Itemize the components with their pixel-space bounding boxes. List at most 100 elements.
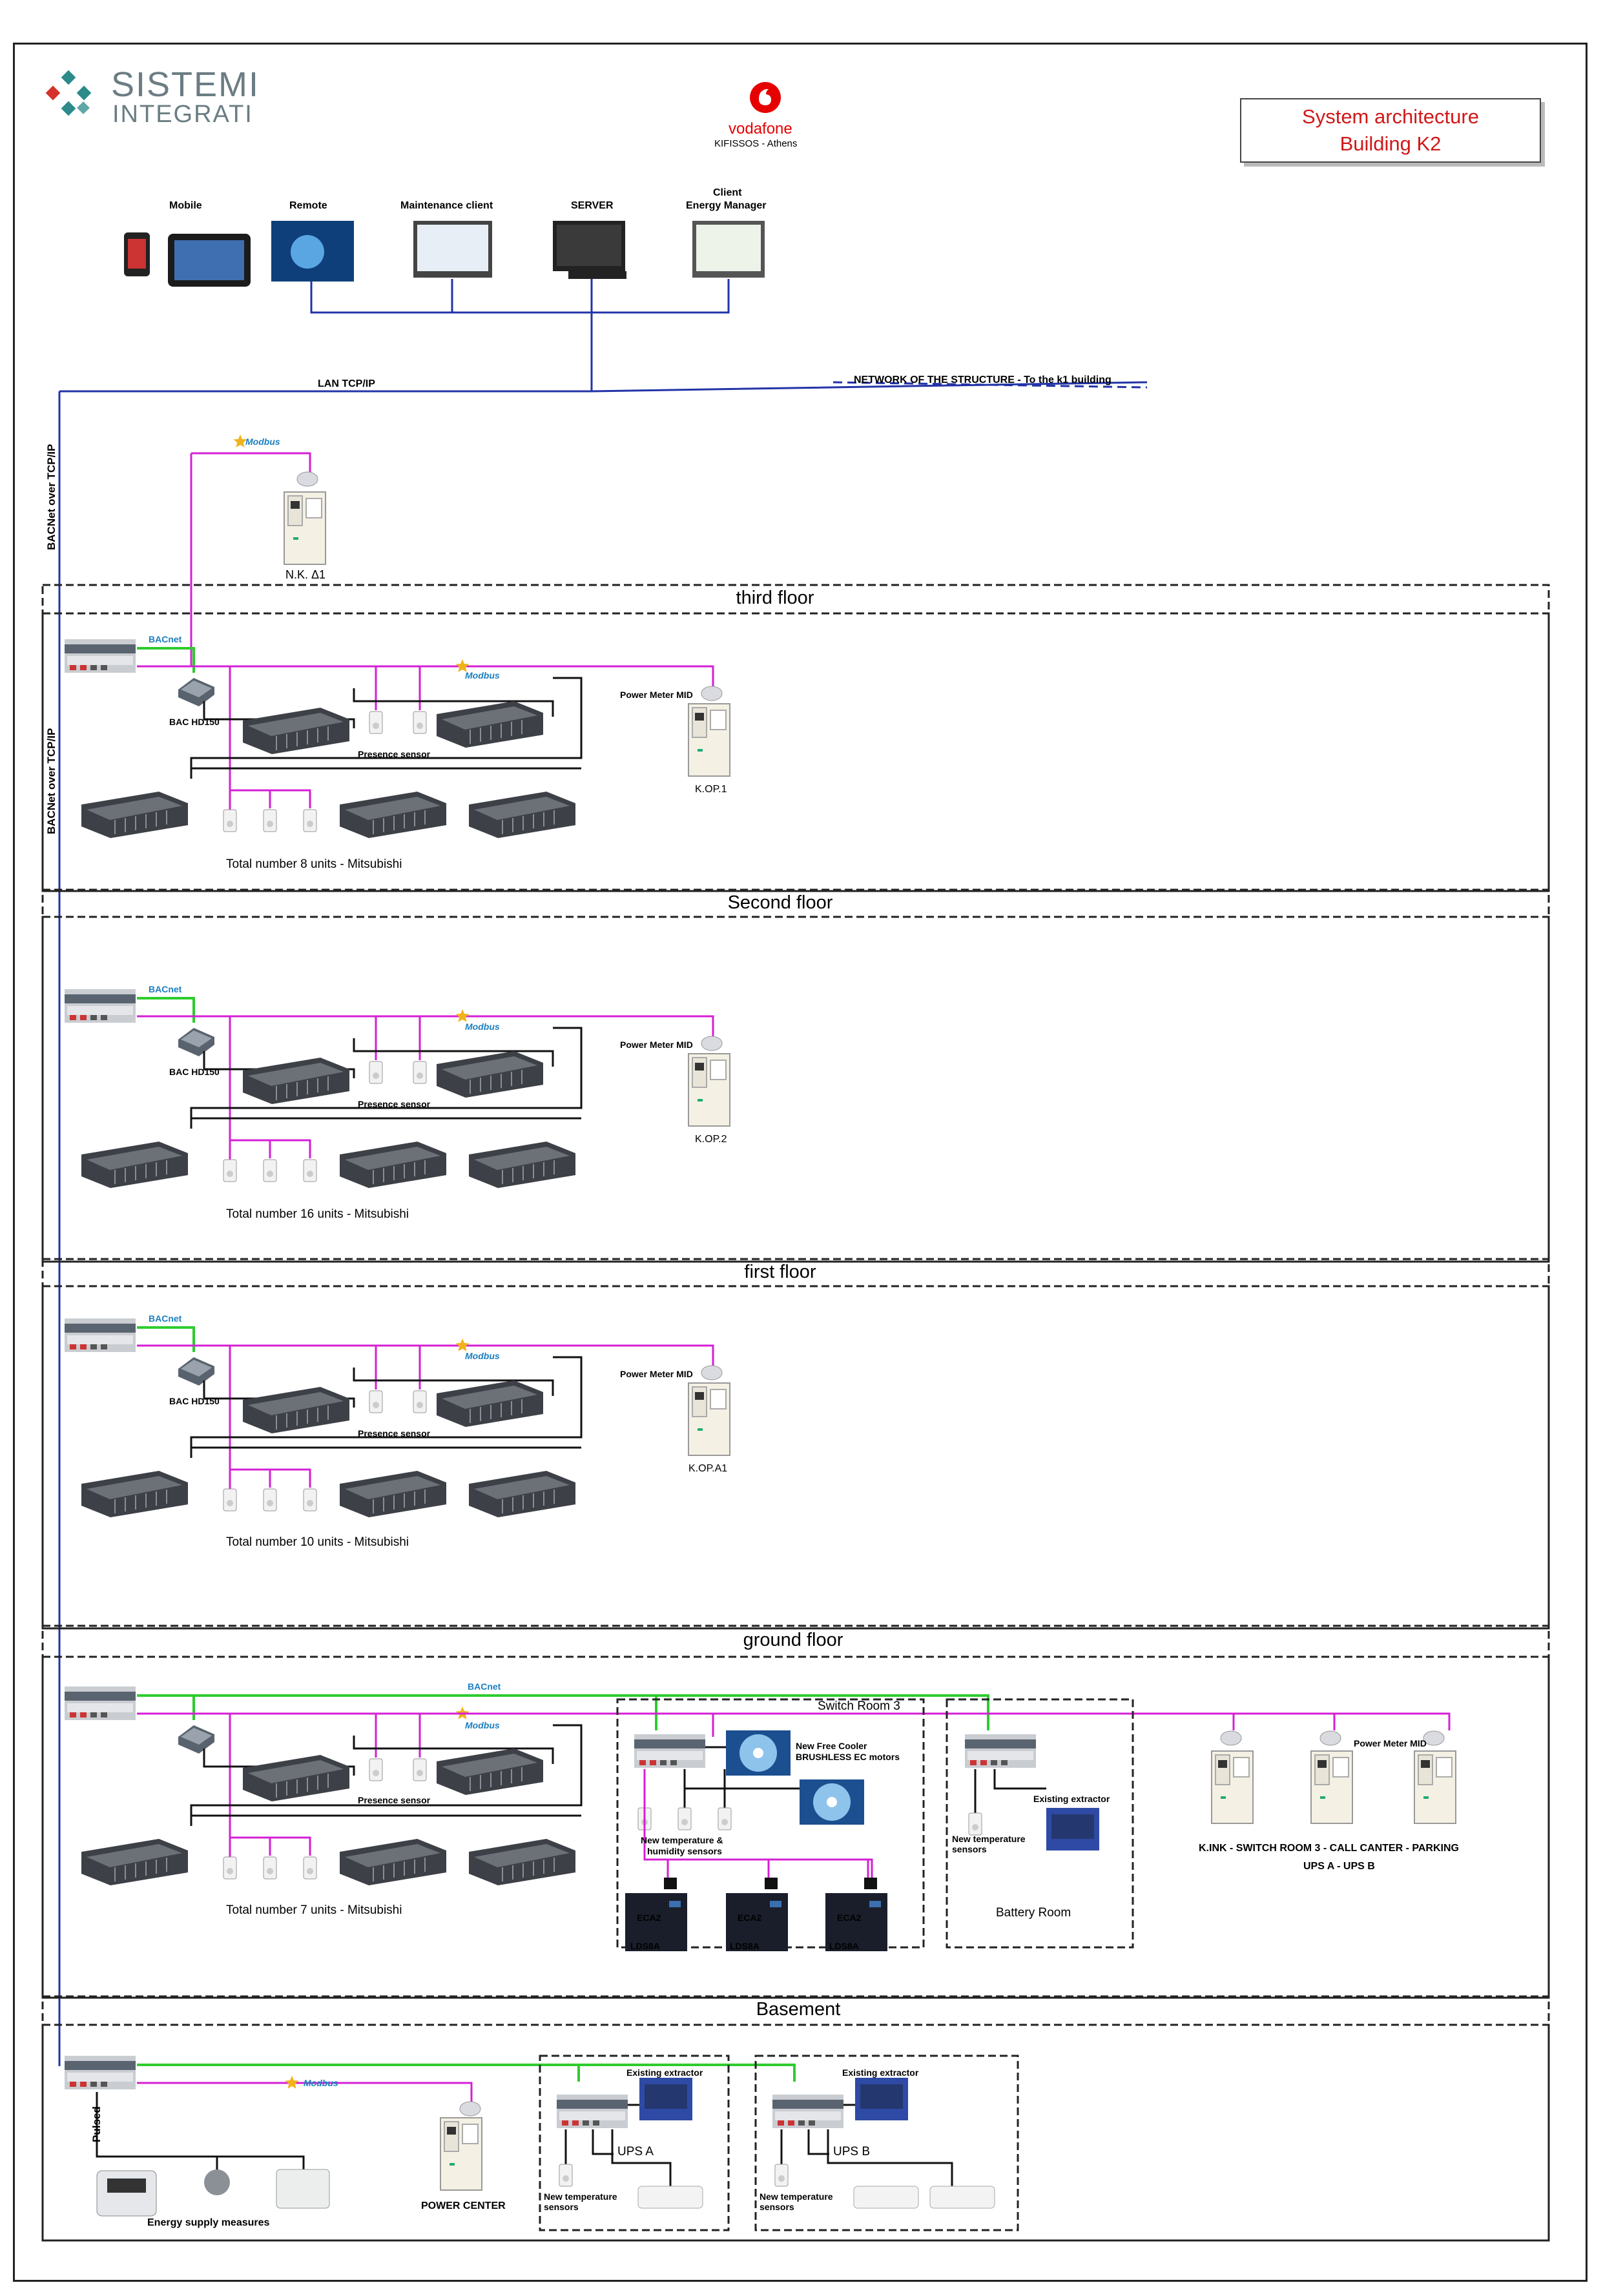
fan-coil-unit-icon-3-2 — [437, 701, 543, 748]
modbus-line-2 — [137, 1015, 714, 1040]
battery-room-controller-icon — [965, 1734, 1036, 1768]
ups-b-label: UPS B — [833, 2145, 871, 2158]
modbus-badge-third: Modbus — [465, 670, 500, 681]
floor-inner-box-2 — [41, 1285, 1550, 1630]
power-meter-label-second: Power Meter MID — [620, 1040, 693, 1050]
basement-split-unit-icon-b1 — [853, 2186, 919, 2209]
lds-label-1: LDS8A — [630, 1941, 660, 1951]
vodafone-logo-icon — [750, 82, 781, 113]
unit-bus-d-3 — [190, 767, 581, 779]
floor-title-third: third floor — [736, 588, 814, 608]
unit-bus-c-1 — [190, 1356, 583, 1458]
power-meter-label-first: Power Meter MID — [620, 1369, 693, 1379]
unit-bus-c-0 — [190, 1724, 583, 1826]
fan-coil-unit-icon-3-1 — [243, 708, 349, 754]
sistemi-logo-icon — [45, 70, 92, 116]
client-screen-icon — [696, 225, 761, 271]
modbus-line-3 — [137, 665, 714, 690]
modbus-icon-top — [233, 435, 247, 447]
presence-sensor-icon-3-3 — [223, 809, 237, 832]
client-location: KIFISSOS - Athens — [714, 138, 798, 149]
eca-controller-icon-1 — [765, 1878, 778, 1889]
modbus-badge-top: Modbus — [245, 436, 280, 447]
total-units-third: Total number 8 units - Mitsubishi — [226, 857, 402, 871]
basement-controller-icon — [65, 2056, 136, 2089]
bacnet-tcp-label-floor: BACNet over TCP/IP — [45, 728, 57, 834]
water-meter-icon — [204, 2169, 230, 2195]
floor-title-first: first floor — [744, 1262, 816, 1282]
fan-coil-unit-icon-3-3 — [81, 792, 188, 838]
total-units-ground: Total number 7 units - Mitsubishi — [226, 1903, 402, 1917]
bms-controller-icon-3 — [65, 639, 136, 673]
battery-sensor-label-2: sensors — [952, 1844, 987, 1854]
floor-inner-box-3 — [41, 1655, 1550, 1999]
electrical-panel-icon-floor-0 — [688, 703, 730, 777]
power-meter-icon-floor-0 — [701, 686, 723, 701]
modbus-badge-ground: Modbus — [465, 1720, 500, 1730]
lds-label-2: LDS8A — [730, 1941, 760, 1951]
ups-a-label: UPS A — [617, 2145, 654, 2158]
gateway-icon-2 — [178, 1028, 214, 1056]
presence-sensor-icon-3-5 — [303, 809, 317, 832]
energy-supply-label: Energy supply measures — [147, 2217, 270, 2228]
bacnet-line-ground-long — [137, 1694, 989, 1730]
gateway-label-third: BAC HD150 — [169, 717, 220, 727]
floor-title-ground: ground floor — [743, 1630, 843, 1650]
basement-controller-icon-b — [772, 2095, 843, 2128]
client-name: vodafone — [729, 120, 792, 138]
floor-title-basement: Basement — [756, 1999, 841, 2020]
fan-coil-unit-icon-1-2 — [437, 1380, 543, 1427]
bacnet-line-2 — [137, 997, 195, 1023]
eca-label-2: ECA2 — [738, 1912, 762, 1923]
presence-sensor-icon-1-4 — [263, 1488, 277, 1512]
switch-room-title: Switch Room 3 — [818, 1699, 900, 1713]
unit-bus-b-1 — [353, 1368, 554, 1396]
presence-sensor-icon-0-5 — [303, 1856, 317, 1880]
server-screen-icon — [557, 225, 621, 266]
battery-temp-sensor-icon — [968, 1812, 982, 1836]
presence-sensor-icon-2-4 — [263, 1159, 277, 1182]
fan-coil-unit-icon-1-3 — [81, 1471, 188, 1517]
presence-sensor-label-ground: Presence sensor — [358, 1795, 431, 1805]
unit-bus-b-3 — [353, 688, 554, 717]
basement-controller-icon-a — [557, 2095, 628, 2128]
basement-modbus-line — [137, 2082, 473, 2107]
panel-label-third: K.OP.1 — [695, 784, 727, 795]
presence-sensor-icon-3-1 — [369, 711, 383, 734]
fan-coil-unit-icon-2-4 — [340, 1142, 446, 1188]
bms-controller-icon-1 — [65, 1318, 136, 1352]
unit-bus-c-2 — [190, 1027, 583, 1129]
gateway-icon-0 — [178, 1725, 214, 1754]
eca-modbus-line — [643, 1769, 873, 1878]
modbus-badge-basement: Modbus — [304, 2078, 338, 2088]
fan-coil-unit-icon-0-3 — [81, 1839, 188, 1885]
presence-sensor-icon-1-2 — [413, 1390, 427, 1413]
basement-split-link-b — [827, 2129, 953, 2186]
gateway-label-second: BAC HD150 — [169, 1067, 220, 1077]
ground-meter-icon-0 — [1220, 1730, 1242, 1746]
battery-room-title: Battery Room — [996, 1906, 1071, 1920]
floor-box-2 — [41, 1258, 1550, 1630]
basement-room-b-box — [754, 2055, 1019, 2231]
fan-coil-unit-icon-2-5 — [469, 1142, 575, 1188]
floor-inner-box-4 — [41, 2024, 1550, 2242]
modbus-line-top-2 — [191, 452, 311, 478]
presence-sensor-icon-2-1 — [369, 1061, 383, 1084]
lan-label: LAN TCP/IP — [318, 378, 375, 389]
lds-unit-icon-2 — [825, 1893, 887, 1951]
nk-d1-label: N.K. Δ1 — [285, 568, 326, 581]
mobile-label: Mobile — [169, 200, 202, 211]
free-cooler-fan-icon-2 — [800, 1779, 864, 1825]
electrical-panel-icon-floor-1 — [688, 1053, 730, 1127]
fan-coil-unit-icon-1-1 — [243, 1387, 349, 1433]
fan-coil-unit-icon-2-3 — [81, 1142, 188, 1188]
eca-controller-icon-2 — [864, 1878, 877, 1889]
bacnet-line-3 — [137, 647, 195, 673]
gateway-icon-1 — [178, 1357, 214, 1386]
basement-temp-sensor-icon-b — [774, 2164, 789, 2187]
eca-controller-icon-0 — [664, 1878, 677, 1889]
unit-bus-d-2 — [190, 1117, 581, 1129]
presence-sensor-icon-3-2 — [413, 711, 427, 734]
basement-room-a-box — [539, 2055, 730, 2231]
